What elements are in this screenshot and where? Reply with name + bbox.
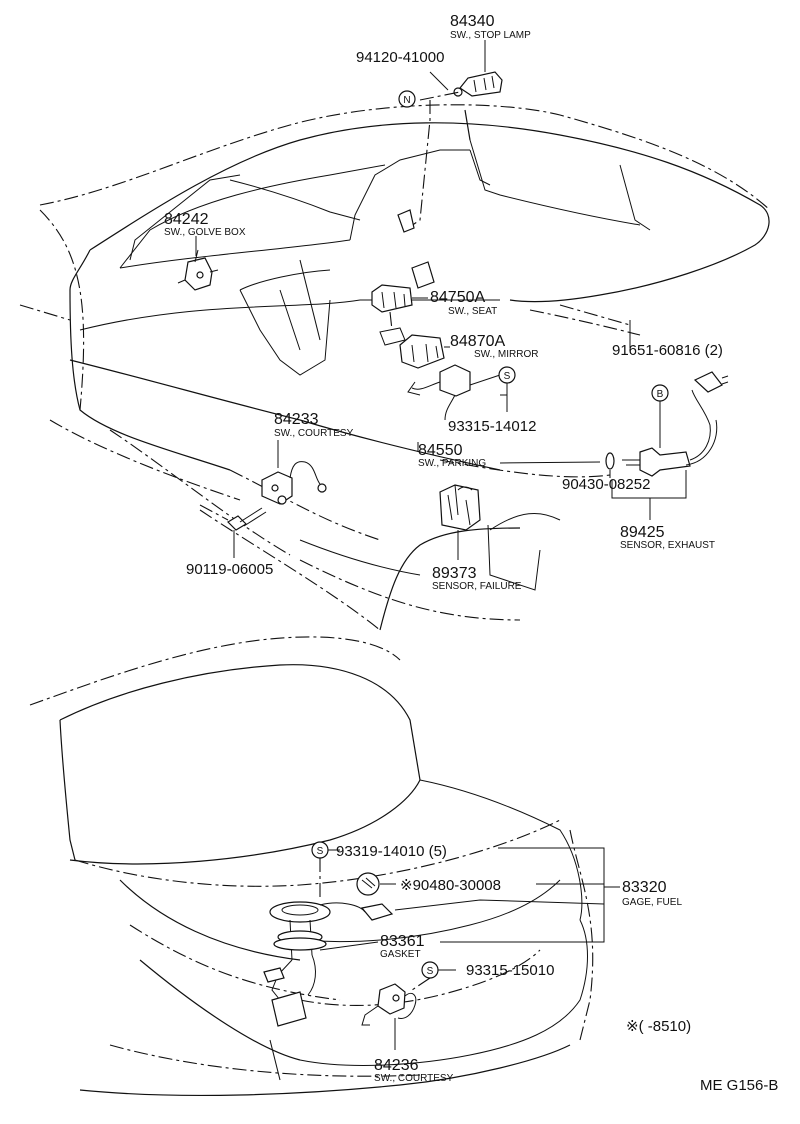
gasket-ring-icon (605, 452, 615, 470)
stop-lamp-switch-icon (453, 71, 503, 97)
svg-text:S: S (504, 371, 511, 382)
part-number-83320: 83320 (622, 879, 667, 896)
b-marker-icon: B (651, 384, 669, 402)
part-desc-83320: GAGE, FUEL (622, 897, 682, 908)
part-number-90119: 90119-06005 (186, 561, 273, 578)
part-desc-84550: SW., PARKING (418, 458, 486, 469)
dashboard-outline (19, 104, 771, 631)
bolt-icon (227, 507, 267, 531)
part-number-84870a: 84870A (450, 333, 505, 350)
svg-text:B: B (657, 389, 664, 400)
trunk-courtesy-switch-icon (361, 983, 417, 1026)
part-number-84233: 84233 (274, 411, 319, 428)
diagram-code: ME G156-B (700, 1077, 778, 1094)
part-number-84750a: 84750A (430, 289, 485, 306)
seat-switch-icon (371, 284, 413, 313)
part-number-93315-15010: 93315-15010 (466, 962, 554, 979)
gasket-icon (273, 937, 327, 951)
part-desc-84242: SW., GOLVE BOX (164, 227, 246, 238)
applicability-note: ※( -8510) (626, 1018, 691, 1035)
part-desc-89373: SENSOR, FAILURE (432, 581, 522, 592)
part-desc-84236: SW., COURTESY (374, 1073, 454, 1084)
s-marker-icon: S (498, 366, 516, 384)
svg-text:N: N (403, 95, 410, 106)
glove-box-switch-icon (177, 249, 219, 291)
s-marker-icon: S (311, 841, 329, 859)
fuel-gage-icon (263, 901, 394, 1027)
part-number-91651: 91651-60816 (2) (612, 342, 723, 359)
parking-switch-icon (407, 364, 471, 421)
courtesy-switch-icon (261, 461, 327, 505)
part-number-93315-14012: 93315-14012 (448, 418, 536, 435)
part-number-84242: 84242 (164, 211, 209, 228)
part-desc-84340: SW., STOP LAMP (450, 30, 531, 41)
s-marker-icon: S (421, 961, 439, 979)
part-desc-84870a: SW., MIRROR (474, 349, 538, 360)
exhaust-sensor-icon (622, 371, 729, 477)
part-desc-84233: SW., COURTESY (274, 428, 354, 439)
part-number-84236: 84236 (374, 1057, 419, 1074)
bracket-icon (397, 209, 435, 289)
n-marker-icon: N (398, 90, 416, 108)
svg-text:S: S (427, 966, 434, 977)
part-number-94120: 94120-41000 (356, 49, 444, 66)
part-number-84340: 84340 (450, 13, 495, 30)
mirror-switch-icon (399, 334, 445, 369)
part-number-90430: 90430-08252 (562, 476, 650, 493)
plug-icon (356, 872, 380, 896)
part-number-90480: ※90480-30008 (400, 877, 501, 894)
part-desc-89425: SENSOR, EXHAUST (620, 540, 715, 551)
trunk-outline (29, 636, 594, 1097)
part-number-84550: 84550 (418, 442, 463, 459)
part-desc-83361: GASKET (380, 949, 421, 960)
part-number-93319: 93319-14010 (5) (336, 843, 447, 860)
part-number-83361: 83361 (380, 933, 425, 950)
svg-text:S: S (317, 846, 324, 857)
part-number-89425: 89425 (620, 524, 665, 541)
part-desc-84750a: SW., SEAT (448, 306, 497, 317)
failure-sensor-icon (439, 484, 481, 531)
part-number-89373: 89373 (432, 565, 477, 582)
